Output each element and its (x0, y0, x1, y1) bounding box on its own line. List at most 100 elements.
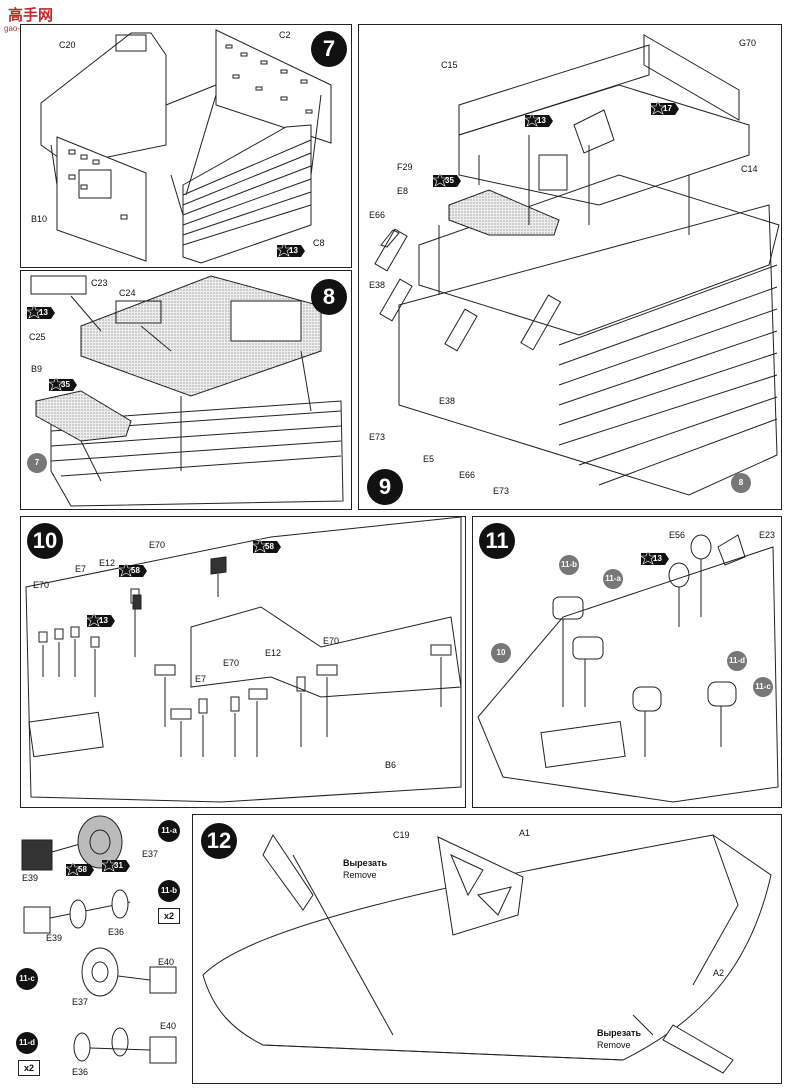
part-label-e70-mid: E70 (223, 658, 240, 668)
part-label-e37: E37 (72, 997, 89, 1007)
watermark-logo: 高手网 (8, 7, 54, 24)
color-star-badge-58: 58 (66, 862, 94, 878)
part-label-c8: C8 (313, 238, 325, 248)
subassembly-ref-11-a: 11-a (603, 569, 623, 589)
step-11-drawing (477, 534, 779, 803)
quantity-badge: x2 (18, 1060, 40, 1076)
part-label-e7-left: E7 (75, 564, 87, 574)
color-star-badge-13: 13 (641, 551, 669, 567)
part-label-e39: E39 (22, 873, 39, 883)
color-star-badge-13: 13 (87, 613, 115, 629)
part-label-e40: E40 (160, 1021, 177, 1031)
step-10-panel: 10 E70 E7 E12 E70 E70 E70 E12 E7 B6 58 5… (20, 516, 466, 808)
part-label-e70-left: E70 (33, 580, 50, 590)
part-label-e7-mid: E7 (195, 674, 207, 684)
part-label-e12-mid: E12 (265, 648, 282, 658)
reference-step-badge: 8 (731, 473, 751, 493)
reference-step-badge: 10 (491, 643, 511, 663)
part-label-e38-upper: E38 (369, 280, 386, 290)
part-label-a1: A1 (519, 828, 531, 838)
subassembly-tag-11-a: 11-a (158, 820, 180, 842)
part-label-e23: E23 (759, 530, 776, 540)
color-star-badge-58-top: 58 (253, 539, 281, 555)
subassembly-tag-11-c: 11-c (16, 968, 38, 990)
step-12-panel: 12 C19 A1 A2 Вырезать Remove Вырезать Re… (192, 814, 782, 1084)
color-star-badge-58-left: 58 (119, 563, 147, 579)
color-star-badge-13: 13 (525, 113, 553, 129)
color-star-number: 13 (537, 116, 546, 125)
reference-step-badge: 7 (27, 453, 47, 473)
color-star-number: 31 (114, 861, 123, 870)
part-label-e73-right: E73 (493, 486, 510, 496)
part-label-b6: B6 (385, 760, 397, 770)
part-label-e37: E37 (142, 849, 159, 859)
color-star-badge-35: 35 (49, 377, 77, 393)
part-label-e56: E56 (669, 530, 686, 540)
step-number: 10 (27, 523, 63, 559)
part-label-c24: C24 (119, 288, 136, 298)
subassembly-tag-11-b: 11-b (158, 880, 180, 902)
color-star-badge: 13 (277, 243, 305, 259)
step-number: 9 (367, 469, 403, 505)
color-star-number: 13 (653, 554, 662, 563)
part-label-c23: C23 (91, 278, 108, 288)
cut-instruction-en: Remove (597, 1040, 631, 1050)
color-star-badge-17: 17 (651, 101, 679, 117)
step-number: 7 (311, 31, 347, 67)
step-9-panel: 9 C15 G70 C14 F29 E8 E66 E38 E73 E5 E38 … (358, 24, 782, 510)
step-8-panel: 8 C23 C24 C25 B9 13 35 7 (20, 270, 352, 510)
step-number: 11 (479, 523, 515, 559)
color-star-badge-31: 31 (102, 858, 130, 874)
part-label-e36: E36 (108, 927, 125, 937)
part-label-c14: C14 (741, 164, 758, 174)
color-star-number: 58 (265, 542, 274, 551)
part-label-e5: E5 (423, 454, 435, 464)
step-7-drawing (40, 29, 332, 264)
part-label-c2: C2 (279, 30, 291, 40)
color-star-badge-13: 13 (27, 305, 55, 321)
subassembly-tag-11-d: 11-d (16, 1032, 38, 1054)
step-12-drawing (202, 834, 772, 1074)
part-label-f29: F29 (397, 162, 413, 172)
subassembly-ref-11-d: 11-d (727, 651, 747, 671)
part-label-c25: C25 (29, 332, 46, 342)
color-star-number: 13 (99, 616, 108, 625)
color-star-number: 17 (663, 104, 672, 113)
part-label-e8: E8 (397, 186, 409, 196)
step-number: 12 (201, 823, 237, 859)
quantity-badge: x2 (158, 908, 180, 924)
subassembly-panel: 11-a E37 E39 58 31 11-b x2 E39 E36 11-c … (10, 812, 186, 1084)
part-label-e70-top: E70 (149, 540, 166, 550)
part-label-b9: B9 (31, 364, 43, 374)
part-label-c19: C19 (393, 830, 410, 840)
part-label-c20: C20 (59, 40, 76, 50)
subassembly-ref-11-c: 11-c (753, 677, 773, 697)
color-star-number: 13 (39, 308, 48, 317)
step-8-drawing (30, 275, 344, 507)
part-label-c15: C15 (441, 60, 458, 70)
step-11-panel: 11 E56 E23 13 10 11-b 11-a 11-d 11-c (472, 516, 782, 808)
part-label-e66-upper: E66 (369, 210, 386, 220)
subassembly-ref-11-b: 11-b (559, 555, 579, 575)
part-label-e73-left: E73 (369, 432, 386, 442)
cut-instruction-ru: Вырезать (343, 858, 387, 868)
part-label-e38-lower: E38 (439, 396, 456, 406)
part-label-a2: A2 (713, 968, 725, 978)
part-label-g70: G70 (739, 38, 757, 48)
color-star-badge-35: 35 (433, 173, 461, 189)
color-star-number: 35 (445, 176, 454, 185)
part-label-e39: E39 (46, 933, 63, 943)
part-label-e12-top: E12 (99, 558, 116, 568)
step-10-drawing (25, 517, 462, 803)
cut-instruction-en: Remove (343, 870, 377, 880)
part-label-e36: E36 (72, 1067, 89, 1077)
color-star-number: 35 (61, 380, 70, 389)
color-star-number: 58 (78, 865, 87, 874)
color-star-number: 13 (289, 246, 298, 255)
part-label-e40: E40 (158, 957, 175, 967)
cut-instruction-ru: Вырезать (597, 1028, 641, 1038)
part-label-e70-right: E70 (323, 636, 340, 646)
part-label-e66-lower: E66 (459, 470, 476, 480)
color-star-number: 58 (131, 566, 140, 575)
subassembly-drawing (21, 815, 177, 1064)
